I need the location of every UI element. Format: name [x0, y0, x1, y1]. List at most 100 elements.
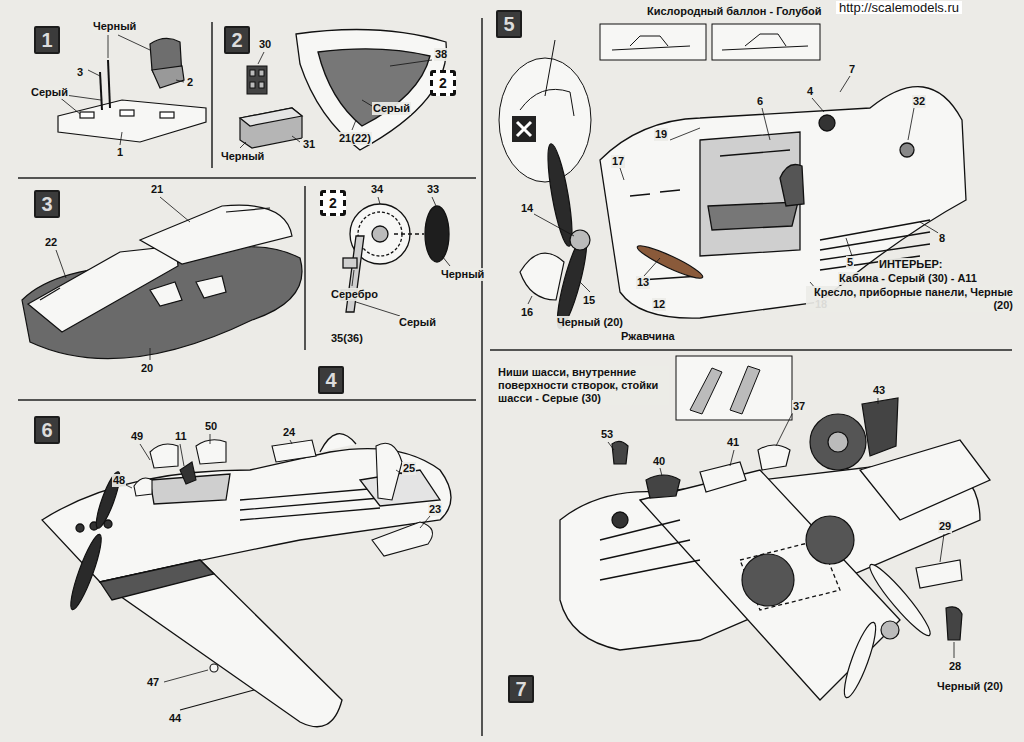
floor-plate — [120, 110, 134, 116]
callout-number: 50 — [204, 420, 218, 433]
panel-divider — [18, 399, 476, 401]
callout-number: 47 — [146, 676, 160, 689]
callout-number: 4 — [806, 85, 814, 98]
callout-number: 34 — [370, 183, 384, 196]
leader-line — [920, 222, 940, 234]
detail-sketch — [545, 40, 555, 96]
leader-line — [240, 52, 432, 148]
color-note: Кабина - Серый (30) - А11 — [838, 272, 978, 285]
canopy-part — [150, 444, 178, 468]
aircraft-side-view — [360, 470, 440, 506]
upper-wing-half — [28, 205, 292, 332]
step-number-box: 1 — [34, 26, 60, 54]
aircraft-side-view — [76, 524, 84, 532]
callout-number: 24 — [282, 426, 296, 439]
lower-wing — [22, 247, 302, 359]
color-note: Серый — [30, 86, 69, 99]
leader-line — [762, 108, 770, 140]
gear-door — [612, 398, 962, 640]
canopy-part — [372, 522, 433, 556]
watermark: http://scalemodels.ru — [836, 1, 962, 14]
canopy-part — [196, 440, 226, 464]
callout-number: 15 — [582, 294, 596, 307]
callout-number: 3 — [76, 66, 84, 79]
gear-door — [946, 607, 962, 640]
gear-door — [916, 560, 962, 588]
cockpit-box — [240, 108, 302, 126]
leader-line — [124, 434, 430, 682]
callout-number: 31 — [302, 138, 316, 151]
fuselage-side — [708, 202, 798, 230]
leader-line — [362, 100, 372, 106]
propeller — [66, 470, 124, 612]
landing-gear-strut — [343, 258, 357, 268]
no-glue-symbol — [512, 116, 536, 142]
aircraft-side-view — [320, 434, 356, 452]
leader-line — [240, 142, 246, 148]
color-note: Ниши шасси, внутренние поверхности створ… — [497, 366, 669, 405]
callout-number: 28 — [948, 660, 962, 673]
leader-line — [620, 168, 624, 180]
leader-line — [776, 414, 792, 446]
upper-wing-half — [40, 288, 60, 300]
step-number: 3 — [41, 193, 52, 215]
callout-number: 16 — [520, 306, 534, 319]
canopy-part — [180, 462, 196, 484]
aircraft-side-view — [42, 434, 451, 727]
fuselage-side — [819, 115, 835, 131]
propeller — [520, 253, 564, 300]
step-number-box: 6 — [34, 416, 60, 444]
leader-line — [290, 440, 292, 444]
instrument-panel — [250, 70, 255, 76]
control-rod — [100, 72, 102, 110]
seat — [152, 66, 184, 88]
step-number: 4 — [325, 369, 336, 391]
callout-number: 43 — [872, 384, 886, 397]
leader-line — [528, 296, 532, 304]
wheel — [394, 233, 424, 234]
cockpit-box — [240, 108, 302, 148]
color-note: Серебро — [330, 288, 379, 301]
wheel — [742, 554, 794, 606]
instrument-panel — [250, 82, 255, 88]
propeller — [839, 620, 881, 701]
color-note: Черный — [440, 268, 485, 281]
gear-door — [612, 441, 628, 464]
step-number: 5 — [503, 13, 514, 35]
color-note: Черный (20) — [556, 316, 624, 329]
callout-number: 44 — [168, 712, 182, 725]
leader-line — [56, 197, 190, 360]
control-rod — [108, 60, 110, 108]
callout-number: 7 — [848, 63, 856, 76]
callout-number: 1 — [116, 146, 124, 159]
no-glue-symbol — [517, 122, 531, 136]
detail-sketch — [722, 34, 808, 50]
color-note: Черный (20) — [936, 680, 1004, 693]
upper-wing-half — [226, 208, 270, 212]
callout-number: 2 — [186, 76, 194, 89]
leader-line — [258, 52, 264, 64]
callout-number: 12 — [652, 298, 666, 311]
cockpit-box — [240, 108, 302, 148]
propeller — [520, 142, 705, 330]
propeller — [543, 142, 577, 247]
leader-line — [846, 238, 852, 256]
detail-sketch — [499, 58, 591, 182]
propeller — [839, 560, 936, 701]
wheel — [828, 432, 848, 452]
leader-line — [164, 670, 208, 682]
lower-wing — [196, 276, 226, 298]
propeller — [881, 621, 899, 639]
leader-line — [580, 282, 590, 292]
callout-number: 53 — [600, 428, 614, 441]
leader-line — [140, 444, 150, 460]
leader-line — [352, 270, 354, 286]
callout-number: 30 — [258, 38, 272, 51]
control-rod — [100, 60, 110, 110]
leader-line — [58, 35, 184, 145]
detail-sketch — [600, 24, 706, 60]
fuselage-half — [296, 30, 446, 151]
leader-line — [120, 132, 122, 145]
canopy-part — [180, 690, 254, 710]
callout-number: 8 — [938, 232, 946, 245]
